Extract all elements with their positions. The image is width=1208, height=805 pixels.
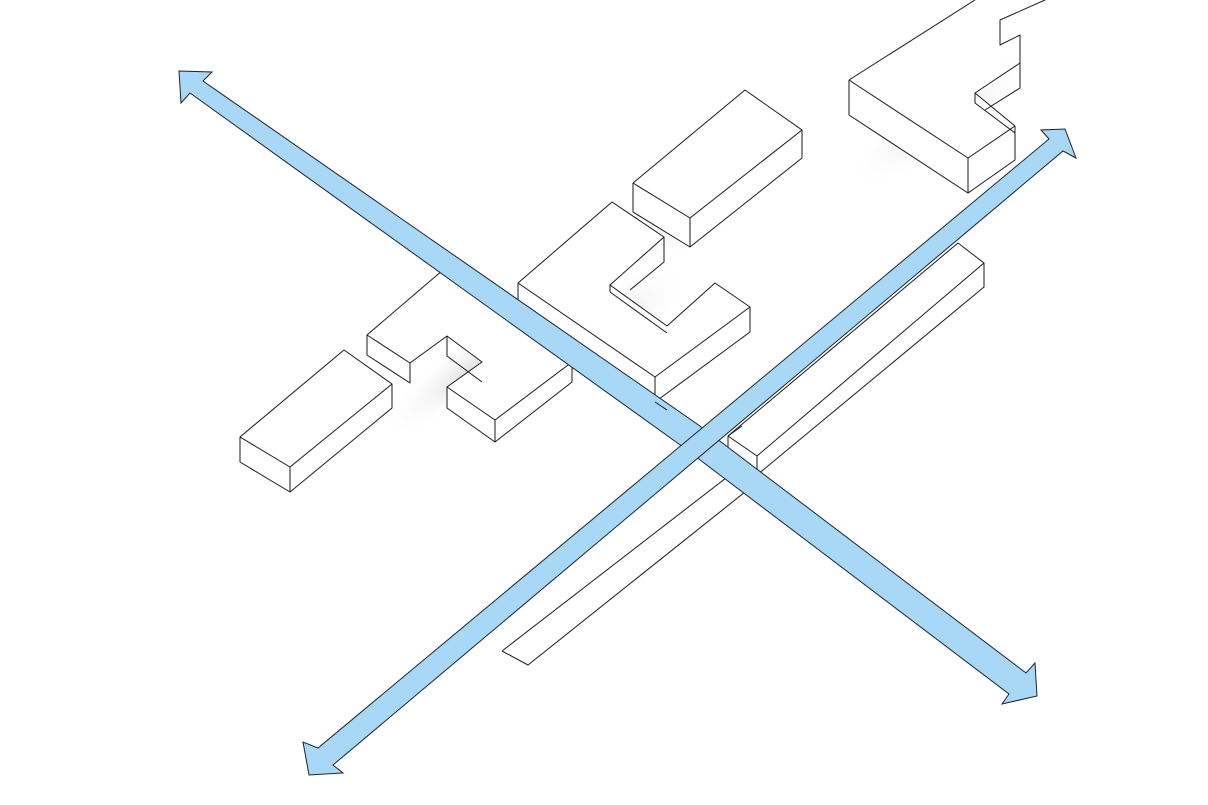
arrow-nw-se-shape [178, 70, 1038, 705]
building-far-northeast-l [848, 0, 1080, 194]
arrow-axis-southwest-northeast [302, 128, 1077, 776]
building-overlap-edges [654, 401, 743, 437]
arrow-sw-ne-shape [302, 128, 1077, 776]
building-far-west-bar [239, 349, 393, 493]
building-east-long-bar [727, 242, 985, 476]
building-north-bar [632, 89, 803, 248]
arrow-axis-northwest-southeast [178, 70, 1038, 705]
